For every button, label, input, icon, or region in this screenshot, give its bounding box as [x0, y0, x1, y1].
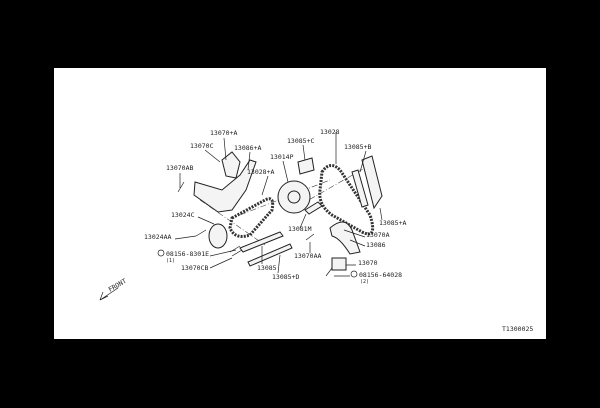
label-13070ab: 13070AB: [166, 164, 193, 172]
label-13028: 13028: [320, 128, 340, 136]
label-13085-b: 13085+B: [344, 143, 371, 151]
label-13024c: 13024C: [171, 211, 195, 219]
tensioner-13081m: [304, 201, 323, 215]
label-13070cb: 13070CB: [181, 264, 208, 272]
slack-guide-13085-b: [351, 169, 369, 208]
label-13070aa: 13070AA: [294, 252, 321, 260]
label-13070-a: 13070+A: [210, 129, 237, 137]
label-13085-c: 13085+C: [287, 137, 314, 145]
tension-guide-13086: [329, 221, 361, 255]
front-label: FRONT: [107, 277, 128, 294]
timing-chain-primary: [318, 164, 375, 236]
label-13070: 13070: [358, 259, 378, 267]
qty-08156-8301e: (1): [166, 258, 175, 264]
guide-rails-13085: [239, 231, 293, 267]
label-13085-a: 13085+A: [379, 219, 406, 227]
label-13014p: 13014P: [270, 153, 294, 161]
label-13085: 13085: [257, 264, 277, 272]
bolt-symbol-icon: [157, 249, 165, 257]
bolt-symbol-icon: [350, 270, 358, 278]
tensioner-pad-13085-c: [297, 157, 315, 175]
label-13070c: 13070C: [190, 142, 214, 150]
chain-guide-13085-a: [361, 155, 383, 210]
chain-guide-upper-left: [193, 151, 257, 213]
label-13024aa: 13024AA: [144, 233, 171, 241]
gasket-13024c: [208, 223, 228, 249]
label-13070a: 13070A: [366, 231, 390, 239]
label-13086: 13086: [366, 241, 386, 249]
sprocket: [277, 180, 311, 214]
label-13086-a: 13086+A: [234, 144, 261, 152]
label-13085-d: 13085+D: [272, 273, 299, 281]
timing-chain-secondary: [228, 197, 275, 238]
diagram-id: T1300025: [502, 325, 533, 333]
tensioner-13070: [331, 257, 347, 271]
label-08156-64028: 08156-64028: [359, 271, 402, 279]
qty-08156-64028: (2): [360, 279, 369, 285]
front-arrow-icon: [99, 287, 119, 301]
label-08156-8301e: 08156-8301E: [166, 250, 209, 258]
label-13081m: 13081M: [288, 225, 312, 233]
label-13028-a: 13028+A: [247, 168, 274, 176]
